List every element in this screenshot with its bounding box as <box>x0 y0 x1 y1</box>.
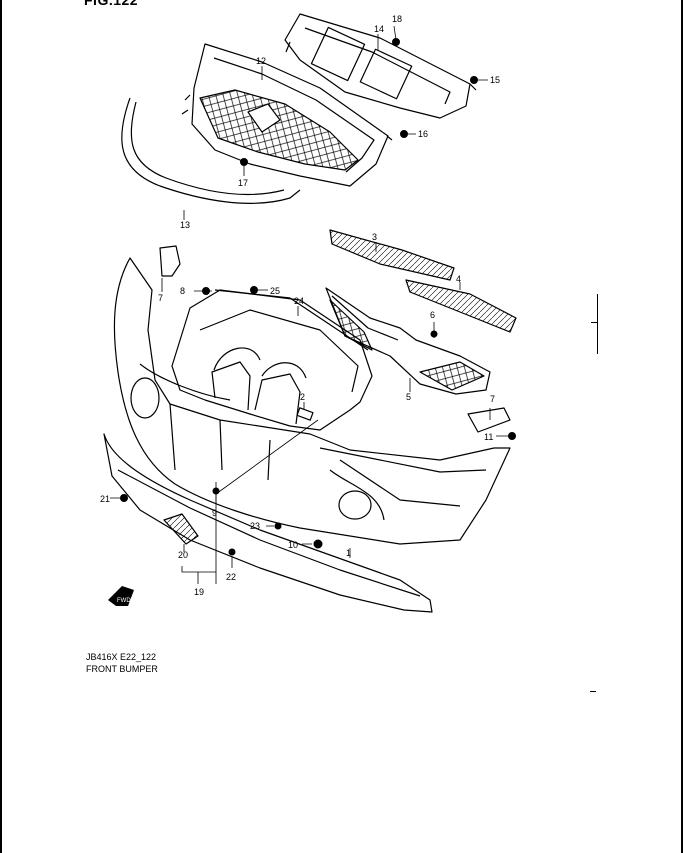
page-frame-left <box>0 0 2 853</box>
callout-9: 9 <box>212 508 217 518</box>
clip-22 <box>228 548 236 556</box>
callout-21: 21 <box>100 494 110 504</box>
callout-4: 4 <box>456 274 461 284</box>
callout-14: 14 <box>374 24 384 34</box>
side-bracket-left <box>159 245 181 277</box>
callout-12: 12 <box>256 56 266 66</box>
absorber-strip-lower <box>405 279 517 333</box>
chrome-garnish <box>121 97 301 204</box>
margin-mark <box>597 294 598 354</box>
forward-arrow-icon <box>108 586 134 606</box>
small-plate <box>296 407 314 421</box>
lower-mesh-grille <box>325 287 491 395</box>
lower-under-cover <box>103 433 433 613</box>
callout-11: 11 <box>484 432 493 442</box>
callout-17: 17 <box>238 178 248 188</box>
callout-7-right: 7 <box>490 394 495 404</box>
trim-piece <box>163 513 199 545</box>
callout-16: 16 <box>418 129 428 139</box>
callout-7-left: 7 <box>158 293 163 303</box>
callout-13: 13 <box>180 220 190 230</box>
grille-upper-bracket <box>284 13 477 119</box>
bolt-10 <box>313 539 323 549</box>
callout-5: 5 <box>406 392 411 402</box>
fwd-label: FWD <box>117 598 131 604</box>
callout-10: 10 <box>288 540 298 550</box>
bolt-21 <box>120 494 128 502</box>
clip-fastener-16 <box>400 130 408 138</box>
page-frame-right <box>681 0 683 853</box>
clip-23 <box>274 522 282 530</box>
callout-24: 24 <box>294 296 304 306</box>
figure-title: FIG.122 <box>84 0 139 8</box>
margin-dash <box>590 691 596 692</box>
callout-19: 19 <box>194 587 204 597</box>
screw-11 <box>508 432 516 440</box>
callout-3: 3 <box>372 232 377 242</box>
callout-22: 22 <box>226 572 236 582</box>
diagram-name: FRONT BUMPER <box>86 664 158 674</box>
bumper-inner-panel <box>171 289 373 431</box>
callout-15: 15 <box>490 75 500 85</box>
bumper-cover <box>113 257 511 545</box>
diagram-code: JB416X E22_122 <box>86 652 157 662</box>
callout-18: 18 <box>392 14 402 24</box>
front-grille <box>181 43 393 187</box>
callout-25: 25 <box>270 286 280 296</box>
callout-6: 6 <box>430 310 435 320</box>
absorber-strip-upper <box>329 229 455 281</box>
clip-25 <box>250 286 258 294</box>
callout-8: 8 <box>180 286 185 296</box>
callout-2: 2 <box>300 392 305 402</box>
callout-20: 20 <box>178 550 188 560</box>
callout-23: 23 <box>250 521 260 531</box>
clip-fastener-15 <box>470 76 478 84</box>
side-bracket-right <box>467 407 511 433</box>
screw-17 <box>240 158 248 166</box>
margin-tick <box>591 322 597 323</box>
callout-1: 1 <box>346 548 351 558</box>
